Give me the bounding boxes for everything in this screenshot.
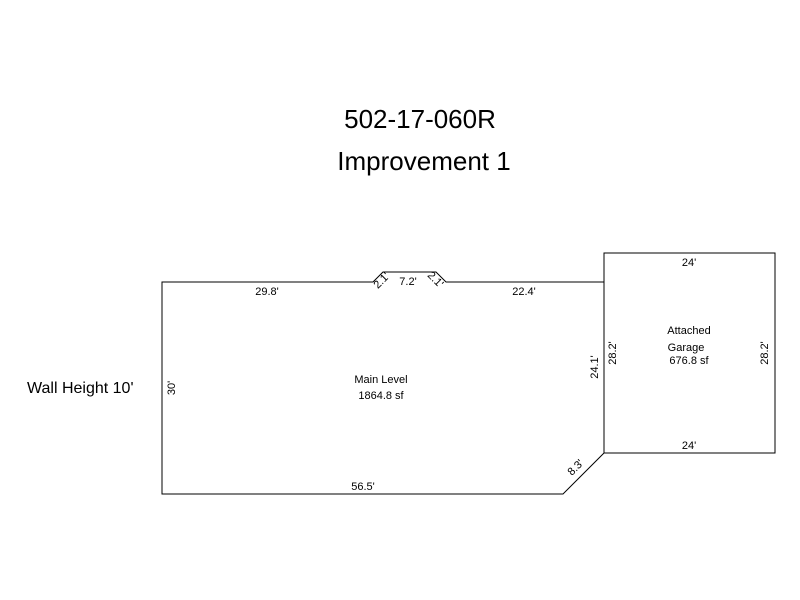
dim-diagonal: 8.3' — [565, 457, 586, 478]
parcel-id-title: 502-17-060R — [344, 104, 496, 134]
garage-dim-top: 24' — [682, 257, 696, 269]
main-level-area: 1864.8 sf — [358, 390, 404, 402]
dim-top-right: 22.4' — [512, 286, 536, 298]
garage-label-line1: Attached — [667, 325, 710, 337]
dim-bottom: 56.5' — [351, 481, 375, 493]
main-level-label: Main Level — [354, 374, 407, 386]
dim-bump-right: 2.1' — [425, 269, 446, 290]
garage-dim-right: 28.2' — [759, 341, 771, 365]
garage-label-line2: Garage — [668, 342, 705, 354]
dim-right: 24.1' — [589, 355, 601, 379]
garage-outline — [603, 252, 776, 454]
garage-dim-bottom: 24' — [682, 440, 696, 452]
garage-dim-left: 28.2' — [607, 341, 619, 365]
improvement-title: Improvement 1 — [337, 146, 511, 176]
dim-bump-top: 7.2' — [399, 276, 416, 288]
dim-left: 30' — [166, 381, 178, 395]
main-level-outline — [161, 271, 605, 495]
wall-height-label: Wall Height 10' — [27, 380, 134, 397]
dim-top-left: 29.8' — [255, 286, 279, 298]
garage-area: 676.8 sf — [669, 355, 709, 367]
dim-bump-left: 2.1' — [371, 270, 392, 291]
